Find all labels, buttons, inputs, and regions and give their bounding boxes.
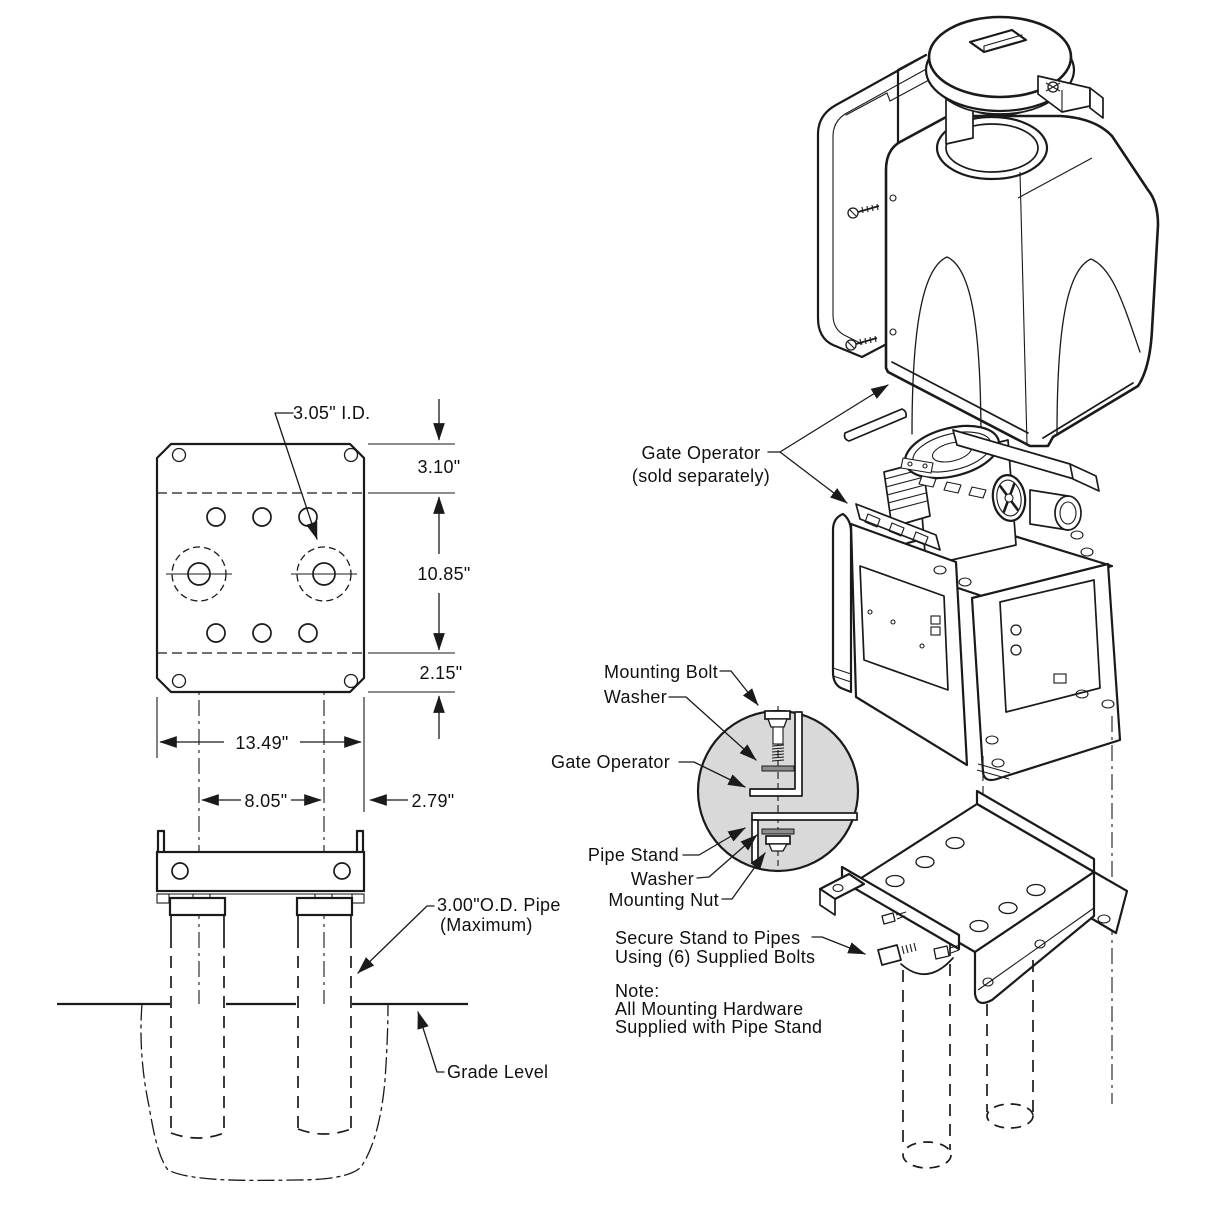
label-dim-10-85: 10.85" bbox=[417, 564, 470, 584]
release-handle bbox=[843, 408, 908, 442]
stand-pipe-right bbox=[986, 960, 1034, 1112]
spoke-wheel bbox=[991, 474, 1027, 522]
label-secure-1: Secure Stand to Pipes bbox=[615, 928, 800, 948]
stand-front-rail bbox=[840, 865, 961, 951]
plate-corner-hole bbox=[343, 673, 359, 689]
clamp-strap bbox=[900, 957, 954, 976]
stand-pipe-left bbox=[902, 944, 951, 1150]
plate-corner-hole bbox=[343, 447, 359, 463]
screw bbox=[845, 335, 878, 351]
leader-pipe-od bbox=[357, 905, 435, 974]
buried-pipes bbox=[170, 936, 352, 1139]
stand-apron bbox=[973, 870, 1096, 1005]
mounting-plate-outline bbox=[155, 442, 366, 694]
extension-lines-bottom bbox=[156, 697, 365, 812]
leader-operator-cover bbox=[767, 384, 889, 453]
leader-id bbox=[274, 412, 318, 540]
label-dim-8-05: 8.05" bbox=[245, 791, 288, 811]
cover-seam bbox=[1017, 157, 1093, 199]
hardware-detail-callout bbox=[668, 670, 860, 900]
label-id: 3.05" I.D. bbox=[293, 403, 370, 423]
callout-washer-bottom bbox=[761, 828, 795, 835]
label-dim-13-49: 13.49" bbox=[235, 733, 288, 753]
label-mounting-bolt: Mounting Bolt bbox=[604, 662, 718, 682]
cover-hole bbox=[889, 194, 897, 202]
cover bbox=[884, 114, 1160, 448]
cover-arch-left bbox=[911, 256, 982, 442]
gate-operator-unit bbox=[831, 408, 1122, 782]
label-washer-top: Washer bbox=[604, 687, 667, 707]
callout-operator-bracket bbox=[749, 711, 803, 797]
cover-hole bbox=[889, 328, 897, 336]
beacon-bracket bbox=[1037, 75, 1091, 113]
capacitor bbox=[1054, 495, 1082, 531]
extension-lines bbox=[368, 443, 455, 693]
label-note-3: Supplied with Pipe Stand bbox=[615, 1017, 822, 1037]
plate-corner-hole bbox=[171, 447, 187, 463]
stand-side-view bbox=[155, 829, 366, 936]
screw bbox=[847, 203, 880, 219]
label-note-2: All Mounting Hardware bbox=[615, 999, 803, 1019]
leader-operator-frame bbox=[779, 451, 848, 504]
label-dim-2-15: 2.15" bbox=[420, 663, 463, 683]
label-washer-bottom: Washer bbox=[631, 869, 694, 889]
label-grade-level: Grade Level bbox=[447, 1062, 548, 1082]
label-pipe-od-2: (Maximum) bbox=[440, 915, 533, 935]
label-secure-2: Using (6) Supplied Bolts bbox=[615, 947, 815, 967]
beacon-cap bbox=[924, 15, 1104, 145]
pipe-hole-right bbox=[291, 546, 357, 602]
pipe-hole-left bbox=[166, 546, 232, 602]
label-pipe-stand: Pipe Stand bbox=[588, 845, 679, 865]
footing-outline bbox=[140, 1003, 389, 1182]
clamp-bolt bbox=[881, 912, 896, 925]
label-gate-operator-2: (sold separately) bbox=[632, 466, 770, 486]
callout-nut bbox=[765, 835, 791, 852]
clamp-bolt bbox=[877, 944, 902, 966]
control-box-left bbox=[859, 565, 949, 691]
label-pipe-od-1: 3.00"O.D. Pipe bbox=[437, 895, 561, 915]
exploded-view bbox=[668, 15, 1160, 1169]
leader-grade bbox=[417, 1011, 445, 1073]
label-mounting-nut: Mounting Nut bbox=[608, 890, 719, 910]
label-dim-2-79: 2.79" bbox=[412, 791, 455, 811]
label-note-1: Note: bbox=[615, 981, 660, 1001]
label-gate-operator-callout: Gate Operator bbox=[551, 752, 670, 772]
plate-corner-hole bbox=[171, 673, 187, 689]
labels: 3.05" I.D. 3.10" 10.85" 2.15" 13.49" 8.0… bbox=[235, 403, 822, 1082]
leader-secure-bolts bbox=[811, 936, 866, 955]
pipe-stand-unit bbox=[818, 789, 1129, 1169]
flat-pattern-view bbox=[57, 399, 468, 1182]
label-gate-operator-1: Gate Operator bbox=[642, 443, 761, 463]
cover-center-seam bbox=[1019, 171, 1028, 445]
beacon-dome bbox=[927, 15, 1073, 99]
callout-bolt bbox=[764, 710, 791, 762]
control-box-right bbox=[999, 579, 1101, 713]
label-dim-3-10: 3.10" bbox=[418, 457, 461, 477]
clamp-bolt bbox=[933, 945, 950, 960]
callout-washer-top bbox=[761, 765, 795, 772]
cover-arch-right bbox=[1056, 258, 1141, 435]
